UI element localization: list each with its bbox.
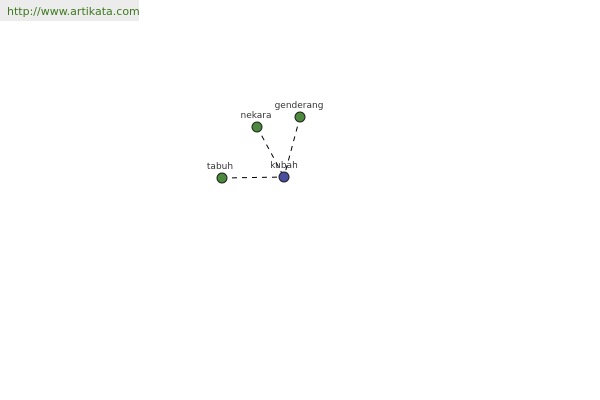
node-label-kubah[interactable]: kubah xyxy=(270,161,298,171)
graph-nodes: tabuh nekara genderang kubah xyxy=(207,101,324,184)
edge-tabuh-kubah xyxy=(221,176,285,179)
node-genderang[interactable]: genderang xyxy=(275,101,324,123)
related-node-nekara[interactable] xyxy=(251,121,263,133)
related-node-genderang[interactable] xyxy=(294,111,306,123)
edge-genderang-kubah xyxy=(283,116,301,178)
center-node-kubah[interactable] xyxy=(278,171,290,183)
node-tabuh[interactable]: tabuh xyxy=(207,162,233,184)
node-label-nekara[interactable]: nekara xyxy=(240,111,271,121)
url-link[interactable]: http://www.artikata.com xyxy=(7,5,140,18)
node-label-genderang[interactable]: genderang xyxy=(275,101,324,111)
node-nekara[interactable]: nekara xyxy=(240,111,272,133)
node-kubah[interactable]: kubah xyxy=(270,161,298,183)
url-banner[interactable]: http://www.artikata.com xyxy=(0,0,140,21)
node-label-tabuh[interactable]: tabuh xyxy=(207,162,233,172)
related-node-tabuh[interactable] xyxy=(216,172,228,184)
graph-edges xyxy=(221,116,301,179)
